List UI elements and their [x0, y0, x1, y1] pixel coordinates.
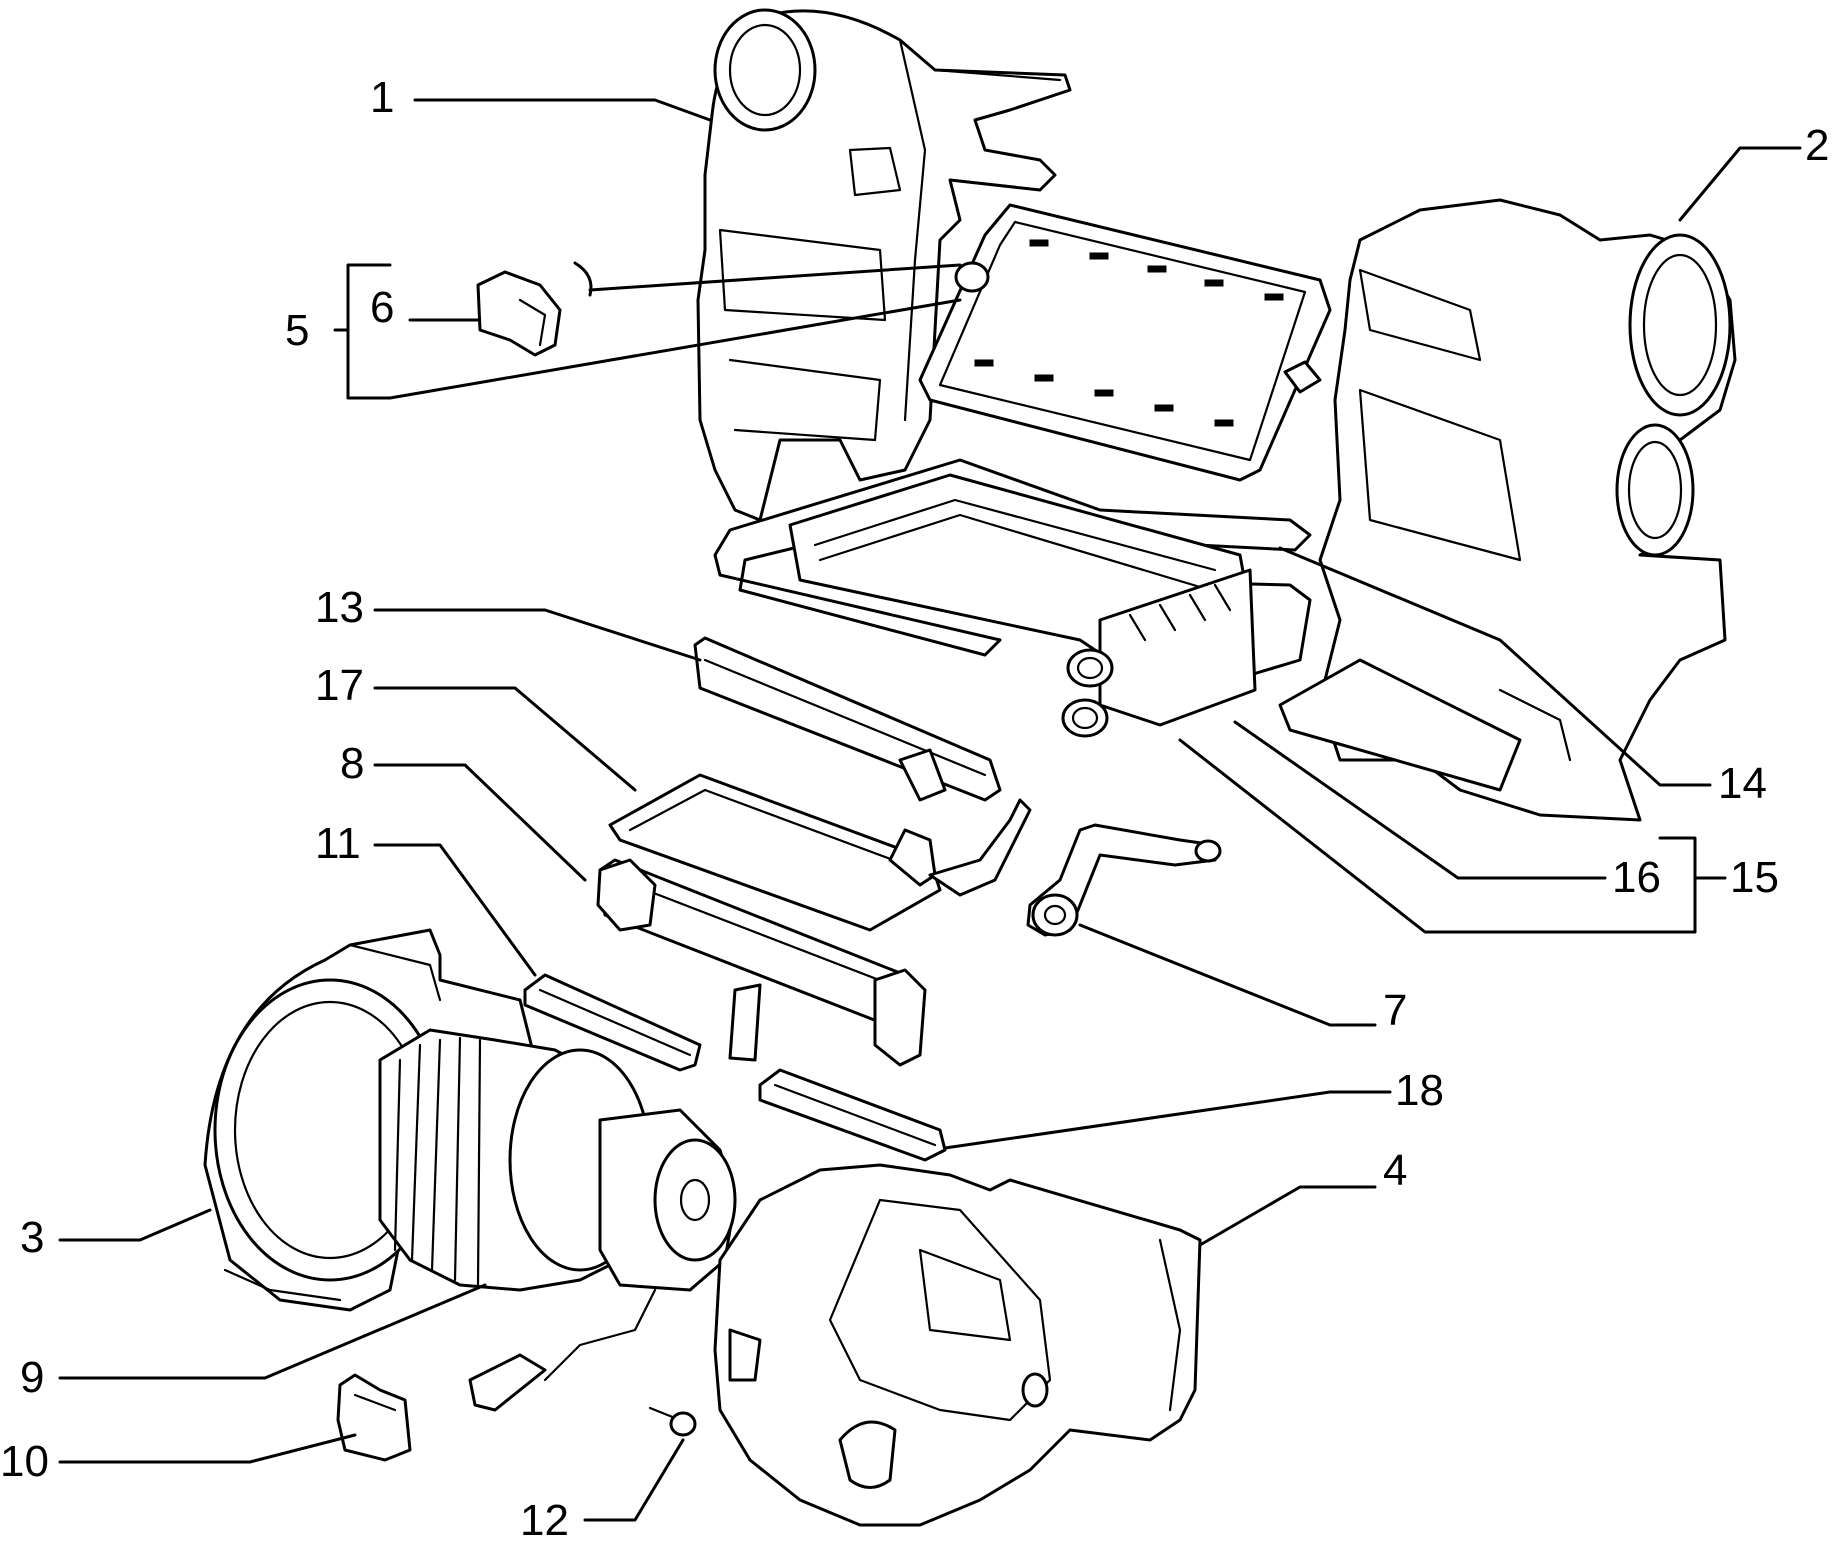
leader-10	[58, 1433, 357, 1464]
callout-2: 2	[1805, 121, 1829, 170]
callout-13: 13	[315, 583, 364, 632]
part-11-small-flap	[523, 973, 702, 1072]
callout-18: 18	[1395, 1066, 1444, 1115]
leader-11	[373, 843, 537, 977]
leader-17	[373, 686, 637, 792]
part-2-right-housing	[1278, 198, 1737, 822]
part-13-flap	[693, 636, 1002, 802]
leader-4	[1198, 1185, 1377, 1247]
callout-5: 5	[285, 306, 309, 355]
part-10-clip	[336, 1373, 412, 1462]
leader-5-lower	[388, 298, 962, 400]
leader-9	[58, 1283, 487, 1380]
leader-6-bracket-upper	[588, 263, 962, 292]
part-17-flap-lever	[608, 773, 1032, 932]
leader-1	[413, 98, 712, 122]
part-12-screw	[648, 1406, 697, 1437]
callout-9: 9	[20, 1353, 44, 1402]
leader-16	[1233, 720, 1607, 880]
leader-lines	[58, 98, 1802, 1522]
leader-14	[1278, 546, 1712, 787]
leader-8	[373, 763, 587, 882]
leader-3	[58, 1208, 212, 1242]
callout-8: 8	[340, 739, 364, 788]
leader-12	[583, 1438, 685, 1522]
part-18-small-flap	[758, 1068, 947, 1162]
leader-7	[1078, 923, 1377, 1027]
callout-10: 10	[0, 1437, 49, 1486]
callout-15: 15	[1730, 853, 1779, 902]
callout-11: 11	[315, 819, 361, 868]
callout-6: 6	[370, 283, 394, 332]
callout-17: 17	[315, 661, 364, 710]
callout-labels: 1 2 5 6 13 17 8 11 14 16 15 7 18 4 3 9 1…	[0, 73, 1829, 1545]
leader-18	[943, 1090, 1392, 1150]
callout-3: 3	[20, 1213, 44, 1262]
part-1-left-housing	[696, 8, 1072, 522]
callout-1: 1	[370, 73, 394, 122]
leader-2	[1678, 146, 1802, 222]
part-5-flap-door	[918, 203, 1332, 482]
part-4-lower-housing	[713, 1163, 1202, 1527]
callout-7: 7	[1383, 986, 1407, 1035]
part-6-clip	[476, 270, 562, 357]
callout-14: 14	[1718, 759, 1767, 808]
callout-16: 16	[1612, 853, 1661, 902]
part-16-heater-core	[788, 473, 1257, 738]
part-9-blower-motor	[378, 1028, 737, 1412]
callout-4: 4	[1383, 1146, 1407, 1195]
leader-bracket-15-16	[1178, 738, 1697, 934]
part-8-shaft	[596, 858, 927, 1067]
leader-13	[373, 608, 702, 662]
part-7-linkage-arm	[1026, 823, 1222, 937]
leader-6-bracket-curve	[573, 261, 593, 297]
callout-12: 12	[520, 1496, 569, 1545]
